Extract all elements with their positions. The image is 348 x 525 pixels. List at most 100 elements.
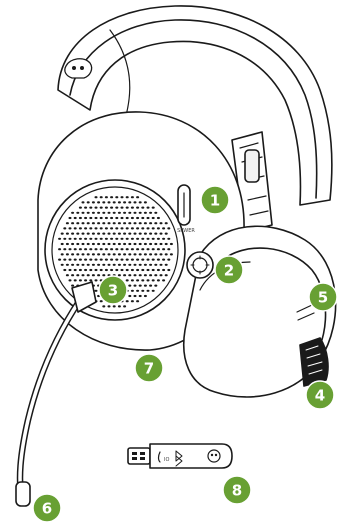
grille-hole bbox=[167, 238, 170, 240]
grille-hole bbox=[165, 222, 168, 224]
grille-hole bbox=[147, 227, 150, 229]
callout-5-label: 5 bbox=[318, 289, 328, 307]
grille-hole bbox=[102, 274, 105, 276]
grille-hole bbox=[154, 285, 157, 287]
grille-hole bbox=[76, 212, 79, 214]
grille-hole bbox=[110, 227, 113, 229]
grille-hole bbox=[102, 264, 105, 266]
grille-hole bbox=[131, 290, 134, 292]
grille-hole bbox=[134, 285, 137, 287]
grille-hole bbox=[157, 227, 160, 229]
grille-hole bbox=[121, 238, 124, 240]
grille-hole bbox=[92, 201, 95, 203]
grille-hole bbox=[131, 259, 134, 261]
grille-hole bbox=[110, 259, 113, 261]
grille-hole bbox=[76, 264, 79, 266]
dongle-skull-icon bbox=[208, 450, 220, 462]
grille-hole bbox=[100, 217, 103, 219]
grille-hole bbox=[147, 279, 150, 281]
grille-hole bbox=[167, 269, 170, 271]
grille-hole bbox=[69, 238, 72, 240]
grille-hole bbox=[76, 274, 79, 276]
grille-hole bbox=[136, 196, 139, 198]
grille-hole bbox=[123, 264, 126, 266]
grille-hole bbox=[95, 279, 98, 281]
grille-hole bbox=[71, 243, 74, 245]
grille-hole bbox=[102, 243, 105, 245]
grille-hole bbox=[149, 264, 152, 266]
grille-hole bbox=[89, 248, 92, 250]
grille-hole bbox=[141, 227, 144, 229]
grille-hole bbox=[92, 222, 95, 224]
grille-hole bbox=[126, 269, 129, 271]
hinge-slider-knob bbox=[245, 150, 259, 182]
grille-hole bbox=[147, 238, 150, 240]
grille-hole bbox=[147, 259, 150, 261]
grille-hole bbox=[157, 259, 160, 261]
grille-hole bbox=[100, 238, 103, 240]
grille-hole bbox=[152, 207, 155, 209]
grille-hole bbox=[71, 212, 74, 214]
grille-hole bbox=[134, 243, 137, 245]
grille-hole bbox=[136, 300, 139, 302]
grille-hole bbox=[76, 253, 79, 255]
grille-hole bbox=[74, 217, 77, 219]
grille-hole bbox=[82, 264, 85, 266]
grille-hole bbox=[118, 243, 121, 245]
grille-hole bbox=[139, 274, 142, 276]
grille-hole bbox=[74, 227, 77, 229]
grille-hole bbox=[170, 253, 173, 255]
grille-hole bbox=[95, 248, 98, 250]
grille-hole bbox=[115, 248, 118, 250]
grille-hole bbox=[167, 248, 170, 250]
grille-hole bbox=[71, 222, 74, 224]
grille-hole bbox=[76, 243, 79, 245]
grille-hole bbox=[136, 238, 139, 240]
grille-hole bbox=[149, 212, 152, 214]
grille-hole bbox=[121, 259, 124, 261]
grille-hole bbox=[66, 243, 69, 245]
grille-hole bbox=[134, 295, 137, 297]
grille-hole bbox=[121, 227, 124, 229]
grille-hole bbox=[108, 233, 111, 235]
grille-hole bbox=[113, 212, 116, 214]
microphone-boom-inner bbox=[20, 300, 80, 500]
grille-hole bbox=[126, 196, 129, 198]
grille-hole bbox=[141, 217, 144, 219]
grille-hole bbox=[144, 233, 147, 235]
grille-hole bbox=[131, 207, 134, 209]
microphone-boom bbox=[20, 300, 80, 500]
grille-hole bbox=[74, 248, 77, 250]
grille-hole bbox=[95, 207, 98, 209]
grille-hole bbox=[144, 274, 147, 276]
grille-hole bbox=[108, 222, 111, 224]
callout-7-label: 7 bbox=[144, 360, 154, 378]
grille-hole bbox=[71, 285, 74, 287]
callout-badge-7: 7 bbox=[135, 354, 163, 382]
grille-hole bbox=[121, 248, 124, 250]
grille-hole bbox=[152, 279, 155, 281]
grille-hole bbox=[170, 243, 173, 245]
grille-hole bbox=[141, 259, 144, 261]
grille-hole bbox=[131, 248, 134, 250]
grille-hole bbox=[144, 222, 147, 224]
grille-hole bbox=[66, 264, 69, 266]
grille-hole bbox=[105, 227, 108, 229]
grille-hole bbox=[110, 196, 113, 198]
grille-hole bbox=[152, 238, 155, 240]
grille-hole bbox=[66, 222, 69, 224]
grille-hole bbox=[108, 253, 111, 255]
grille-hole bbox=[123, 274, 126, 276]
grille-hole bbox=[87, 253, 90, 255]
callout-badge-5: 5 bbox=[309, 283, 337, 311]
grille-hole bbox=[87, 212, 90, 214]
grille-hole bbox=[74, 259, 77, 261]
grille-hole bbox=[82, 243, 85, 245]
grille-hole bbox=[71, 264, 74, 266]
grille-hole bbox=[69, 259, 72, 261]
grille-hole bbox=[128, 253, 131, 255]
grille-hole bbox=[165, 274, 168, 276]
grille-hole bbox=[157, 238, 160, 240]
grille-hole bbox=[131, 279, 134, 281]
grille-hole bbox=[160, 253, 163, 255]
